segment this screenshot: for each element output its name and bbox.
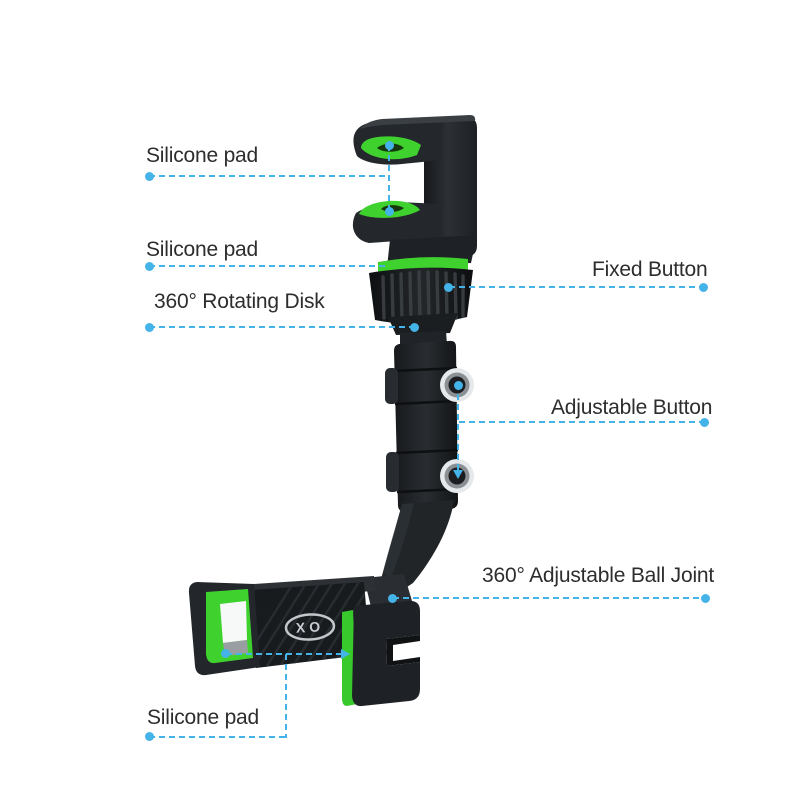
callout-label: Adjustable Button: [551, 396, 713, 419]
callout-dot: [145, 732, 154, 741]
callout-dot: [145, 323, 154, 332]
callout-dot: [145, 172, 154, 181]
callout-label: 360° Rotating Disk: [154, 290, 325, 313]
callout-arrow-down: [453, 470, 463, 479]
arm: [381, 331, 474, 599]
callout-dot: [388, 594, 397, 603]
callout-arrow-right: [341, 649, 350, 659]
callout-dot: [699, 283, 708, 292]
callout-dot: [700, 418, 709, 427]
callout-dot: [444, 283, 453, 292]
callout-dot: [221, 649, 230, 658]
callout-label: Silicone pad: [146, 238, 259, 261]
callout-line: [226, 653, 342, 655]
callout-line: [149, 175, 389, 177]
callout-label: Silicone pad: [147, 706, 260, 729]
callout-dot: [454, 381, 463, 390]
callout-dot: [701, 594, 710, 603]
callout-line: [388, 145, 390, 212]
callout-label: Silicone pad: [146, 144, 259, 167]
brand-logo-text: XO: [295, 618, 324, 635]
top-clamp: [352, 115, 477, 267]
callout-line: [149, 326, 415, 328]
callout-line: [459, 421, 705, 423]
callout-line: [149, 265, 387, 267]
phone-cradle: XO: [188, 574, 420, 707]
brand-logo-badge: XO: [284, 613, 336, 641]
callout-line: [149, 736, 287, 738]
callout-line: [285, 654, 287, 738]
callout-label: 360° Adjustable Ball Joint: [482, 564, 715, 587]
callout-line: [457, 384, 459, 472]
rotating-disk-part: [369, 257, 473, 335]
callout-dot: [145, 262, 154, 271]
callout-dot: [410, 323, 419, 332]
callout-line: [393, 597, 706, 599]
callout-label: Fixed Button: [592, 258, 708, 281]
callout-line: [449, 286, 704, 288]
callout-dot: [385, 141, 394, 150]
callout-dot: [385, 207, 394, 216]
